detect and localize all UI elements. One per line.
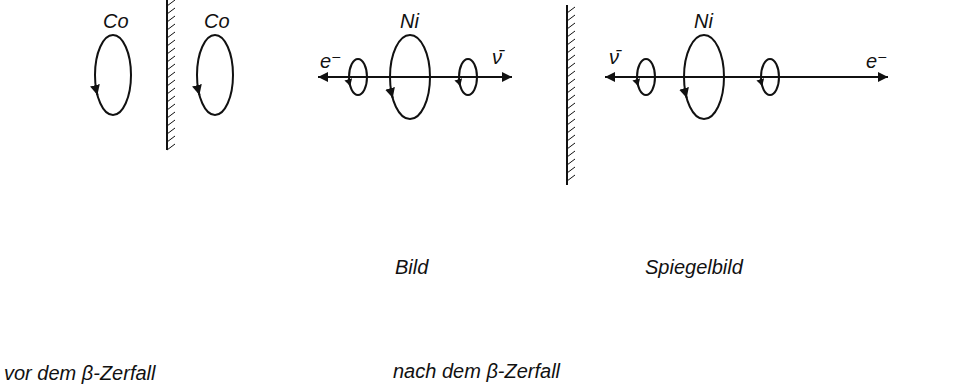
spin-loop: [684, 35, 724, 119]
mirror-line: [566, 5, 568, 185]
momentum-arrow: [704, 76, 888, 78]
caption-text: nach dem β-Zerfall: [393, 360, 560, 382]
particle-label: e⁻: [320, 50, 342, 72]
element-label: Ni: [400, 10, 419, 32]
particle-label: e⁻: [866, 50, 888, 72]
spin-loop: [95, 35, 131, 115]
spin-loop: [637, 59, 655, 95]
element-label: Ni: [694, 10, 713, 32]
panel-label: Bild: [395, 256, 428, 278]
spin-loop: [761, 59, 779, 95]
spin-loop: [349, 59, 367, 95]
spin-loop: [390, 35, 430, 119]
momentum-arrow: [318, 76, 410, 78]
element-label: Co: [204, 10, 230, 32]
mirror-hatching: [167, 0, 575, 181]
caption-text: vor dem β-Zerfall: [4, 362, 155, 384]
particle-label: ν̄: [609, 46, 619, 68]
element-label: Co: [103, 10, 129, 32]
panel-label: Spiegelbild: [645, 256, 743, 278]
mirror-line: [166, 0, 168, 150]
particle-label: ν̄: [492, 46, 502, 68]
spin-loop: [459, 59, 477, 95]
momentum-arrow: [410, 76, 512, 78]
spin-loop: [197, 35, 233, 115]
